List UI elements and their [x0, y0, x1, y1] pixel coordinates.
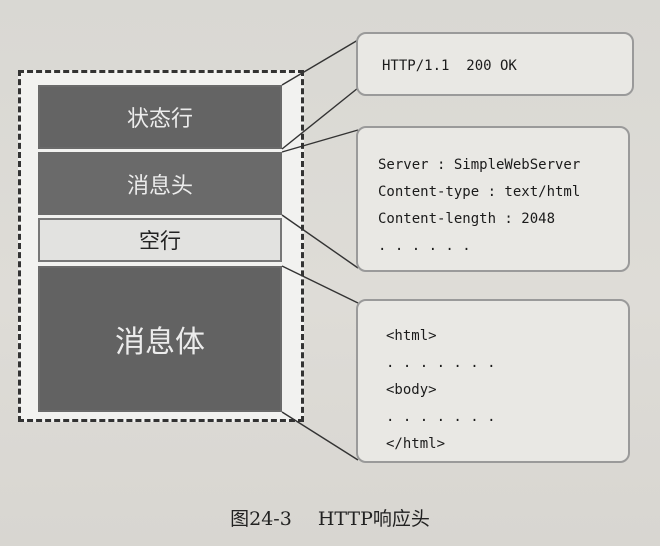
- figure-caption: 图24-3 HTTP响应头: [0, 504, 660, 531]
- connector-body-top: [281, 265, 359, 304]
- figure-title: HTTP响应头: [317, 508, 430, 530]
- empty-line-block: 空行: [38, 218, 282, 262]
- body-line: <html>: [386, 328, 437, 344]
- connector-body-bottom: [281, 411, 359, 461]
- header-line: Content-type : text/html: [378, 184, 581, 200]
- header-line: . . . . . .: [378, 238, 471, 254]
- body-line: . . . . . . .: [386, 355, 496, 371]
- connector-status-top: [281, 39, 359, 86]
- connector-header-top: [281, 129, 359, 153]
- body-line: . . . . . . .: [386, 409, 496, 425]
- body-line: <body>: [386, 382, 437, 398]
- status-line-block: 状态行: [38, 85, 282, 149]
- body-callout: <html> . . . . . . . <body> . . . . . . …: [356, 299, 630, 463]
- header-callout: Server : SimpleWebServer Content-type : …: [356, 126, 630, 272]
- status-line-callout: HTTP/1.1 200 OK: [356, 32, 634, 96]
- header-line: Content-length : 2048: [378, 211, 556, 227]
- message-header-block: 消息头: [38, 152, 282, 215]
- status-line-text: HTTP/1.1 200 OK: [382, 58, 517, 74]
- header-line: Server : SimpleWebServer: [378, 157, 581, 173]
- connector-header-bottom: [281, 214, 359, 269]
- message-body-block: 消息体: [38, 266, 282, 412]
- figure-number: 图24-3: [230, 508, 292, 530]
- body-line: </html>: [386, 436, 446, 452]
- connector-status-bottom: [281, 87, 359, 150]
